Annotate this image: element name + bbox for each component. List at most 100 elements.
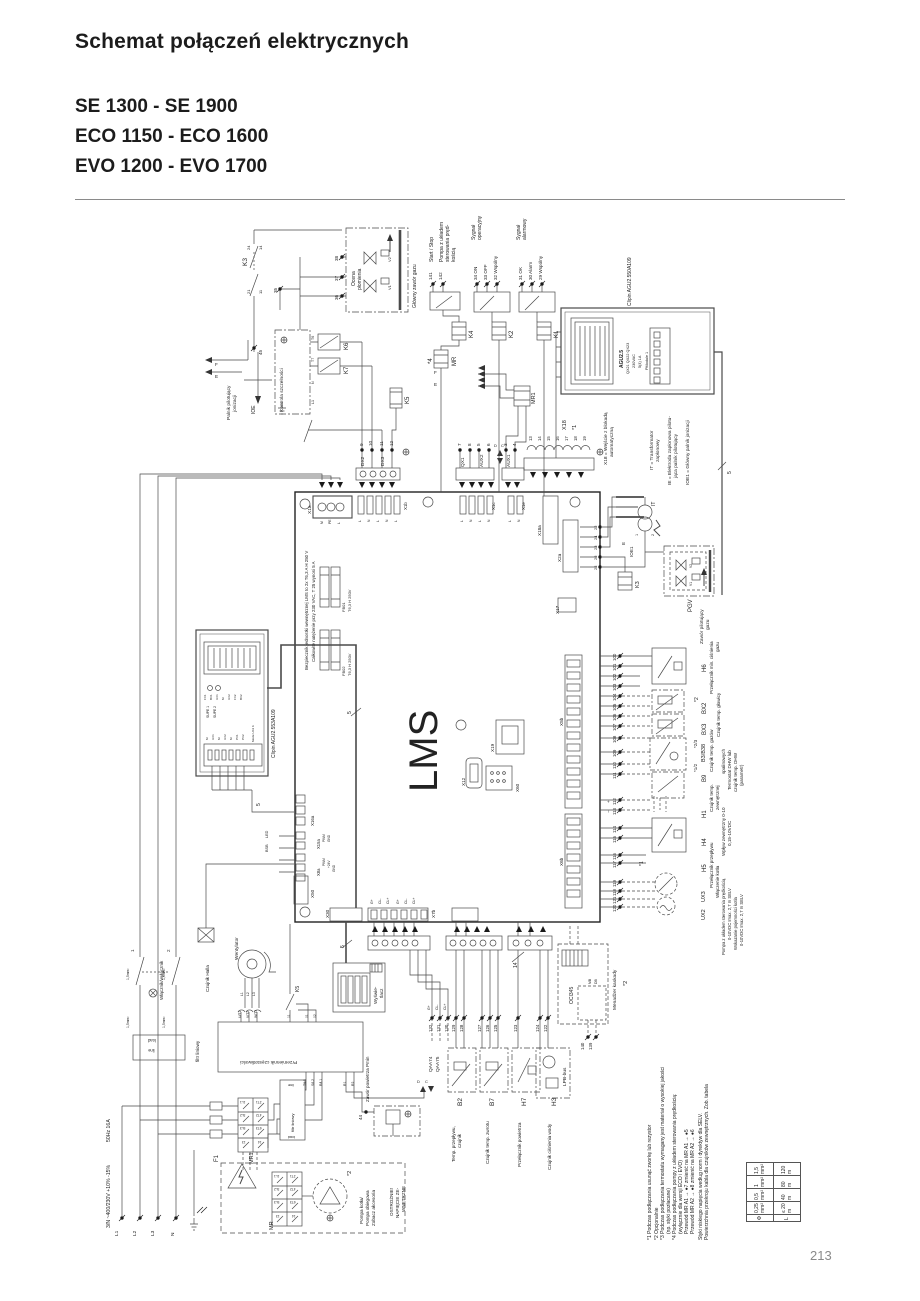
- diagram-label: N: [385, 519, 389, 522]
- diagram-label: R2: [351, 1081, 355, 1086]
- diagram-label: FB01: [341, 602, 346, 612]
- diagram-label: X7b: [431, 909, 436, 918]
- diagram-label: K5: [295, 985, 301, 992]
- diagram-label: G+: [427, 1005, 431, 1010]
- diagram-label: PWM: [322, 858, 326, 866]
- diagram-label: L: [460, 520, 464, 522]
- diagram-label: MR: [269, 1221, 275, 1230]
- diagram-label: 6T3: [290, 1200, 296, 1205]
- diagram-label: DX2: [361, 456, 366, 466]
- diagram-label: C: [501, 443, 504, 448]
- diagram-label: Przewód MR A2 → ●8 zmienić na MR A2 → ●6: [690, 1129, 696, 1234]
- diagram-label: CL+: [386, 897, 390, 904]
- diagram-label: LMS: [402, 709, 446, 792]
- diagram-label: H1: [702, 810, 708, 818]
- diagram-label: gazu: [706, 619, 711, 630]
- diagram-label: 37: [334, 275, 339, 281]
- diagram-label: 5: [727, 471, 733, 474]
- diagram-label: +24V: [327, 860, 331, 868]
- diagram-label: D: [417, 1079, 420, 1084]
- diagram-label: *1: [572, 424, 578, 430]
- diagram-label: H4: [702, 838, 708, 846]
- diagram-label: X2a: [557, 553, 562, 562]
- diagram-label: 123: [513, 1024, 518, 1032]
- diagram-label: UX1: [215, 694, 219, 700]
- diagram-label: 0-10VDC Imax. 2,7 m SELV: [727, 888, 732, 940]
- diagram-label: 101: [612, 663, 617, 671]
- diagram-label: K1: [554, 330, 560, 338]
- diagram-label: 13: [242, 1140, 246, 1145]
- diagram-label: 23: [593, 545, 598, 550]
- diagram-label: Czujnik temp. głowicy: [716, 692, 721, 737]
- diagram-label: QAA75: [436, 1056, 441, 1072]
- diagram-label: AUX2: [480, 454, 485, 467]
- diagram-label: Kontrola szczelności: [280, 368, 285, 412]
- diagram-label: MR: [452, 356, 458, 366]
- diagram-label: load: [148, 1038, 156, 1044]
- diagram-label: Czujnik ciśnienia wody: [547, 1123, 552, 1170]
- diagram-label: L3: [151, 1230, 156, 1236]
- diagram-label: 113: [612, 808, 617, 815]
- diagram-label: 22: [593, 525, 598, 530]
- diagram-label: NAPIĘCIE ZE-: [395, 1187, 400, 1218]
- diagram-label: IOE1: [629, 546, 634, 557]
- diagram-label: X1c: [491, 502, 496, 510]
- diagram-label: SUPE 1: [206, 705, 210, 718]
- diagram-label: 02: [313, 1014, 317, 1018]
- diagram-label: BX2: [239, 694, 243, 700]
- diagram-label: F: [434, 370, 437, 375]
- diagram-label: K4: [469, 330, 475, 338]
- diagram-label: 7: [457, 443, 462, 446]
- diagram-label: QAA74: [429, 1056, 434, 1072]
- diagram-label: V2: [689, 563, 693, 568]
- diagram-label: X15a: [316, 839, 321, 849]
- diagram-label: 33 OFF: [483, 264, 488, 280]
- diagram-label: 34 ON: [473, 266, 478, 280]
- diagram-label: operacyjny: [477, 215, 483, 240]
- diagram-label: 31 OK: [518, 266, 523, 280]
- diagram-label: X1b: [403, 502, 408, 510]
- diagram-label: BSB: [265, 844, 269, 852]
- diagram-label: PGV: [688, 599, 694, 612]
- diagram-label: 13: [528, 436, 533, 441]
- page-title: Schemat połączeń elektrycznych: [75, 30, 409, 53]
- diagram-label: R1: [343, 1081, 347, 1086]
- diagram-label: 19: [582, 436, 587, 441]
- diagram-label: X60: [515, 783, 520, 792]
- diagram-label: Włącznik/wyłącznik: [159, 960, 164, 1000]
- diagram-label: 114: [612, 826, 617, 833]
- diagram-label: 13: [276, 1214, 280, 1219]
- diagram-label: 129: [451, 1024, 456, 1032]
- diagram-label: L1: [311, 400, 315, 404]
- diagram-label: Wpływ zewnętrzny 0-10: [721, 807, 726, 856]
- diagram-label: 106: [612, 713, 617, 721]
- diagram-label: Wskazanie pojemności kotła: [733, 897, 738, 950]
- diagram-label: 15: [546, 436, 551, 441]
- diagram-label: 25: [593, 565, 598, 570]
- diagram-label: K6: [344, 342, 350, 350]
- diagram-label: Pompa z układem sterowania prędkością: [721, 878, 726, 955]
- diagram-label: DB: [594, 979, 598, 984]
- diagram-label: 3L2: [240, 1113, 246, 1118]
- diagram-label: jąca palnik pilotujący: [674, 434, 679, 478]
- diagram-label: 2T1: [290, 1174, 296, 1179]
- diagram-label: 29 Wspólny: [538, 255, 543, 280]
- diagram-label: L: [508, 520, 512, 522]
- diagram-label: L: [358, 520, 362, 522]
- diagram-label: *1: [639, 861, 645, 866]
- diagram-label: 116: [612, 853, 617, 860]
- diagram-label: 5: [256, 803, 262, 806]
- diagram-label: PWM: [322, 834, 326, 842]
- diagram-label: 110: [612, 762, 617, 769]
- diagram-label: C: [425, 1079, 428, 1084]
- diagram-label: 5L3: [240, 1126, 246, 1131]
- diagram-label: 11: [258, 289, 263, 294]
- diagram-label: N: [469, 519, 473, 522]
- table-cell: 0,25 mm²: [746, 1201, 774, 1215]
- diagram-label: Zobacz akcesoria: [371, 1189, 376, 1226]
- diagram-label: GND: [327, 834, 331, 842]
- diagram-label: PX1: [235, 734, 239, 740]
- diagram-label: B2: [457, 1098, 464, 1106]
